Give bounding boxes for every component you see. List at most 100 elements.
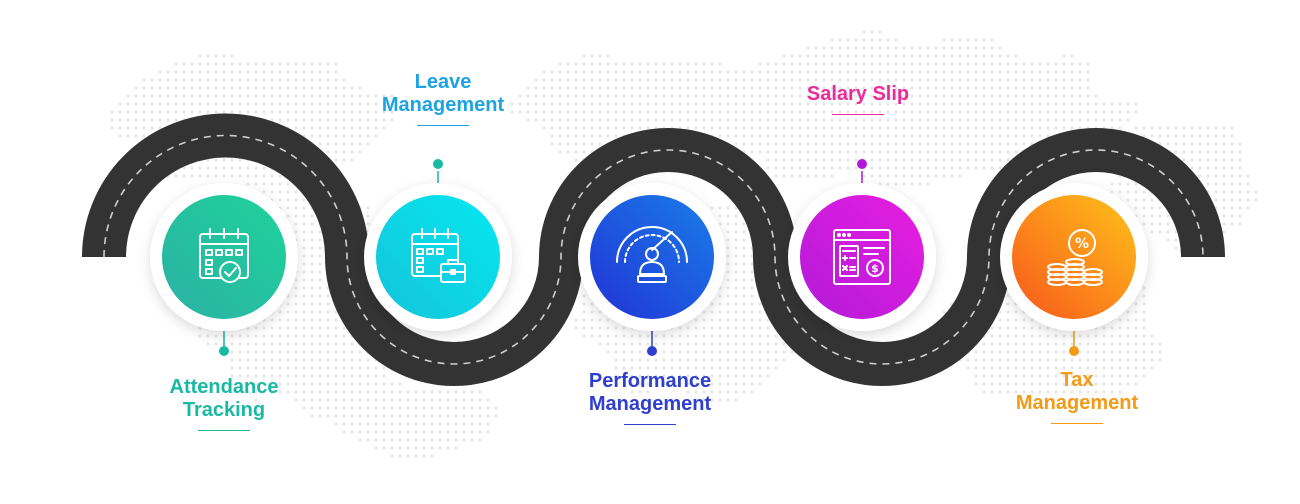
map-dot (734, 270, 738, 274)
map-dot (278, 118, 282, 122)
map-dot (270, 118, 274, 122)
map-dot (814, 174, 818, 178)
label-underline (1051, 423, 1103, 424)
map-dot (1102, 382, 1106, 386)
map-dot (758, 350, 762, 354)
map-dot (622, 342, 626, 346)
map-dot (798, 70, 802, 74)
map-dot (982, 94, 986, 98)
map-dot (534, 118, 538, 122)
map-dot (686, 374, 690, 378)
map-dot (166, 94, 170, 98)
map-dot (598, 62, 602, 66)
map-dot (542, 118, 546, 122)
map-dot (926, 174, 930, 178)
map-dot (990, 358, 994, 362)
map-dot (974, 54, 978, 58)
map-dot (726, 326, 730, 330)
map-dot (758, 366, 762, 370)
map-dot (454, 422, 458, 426)
step-node-leave (364, 183, 512, 331)
map-dot (326, 358, 330, 362)
map-dot (1030, 102, 1034, 106)
map-dot (702, 390, 706, 394)
map-dot (1166, 126, 1170, 130)
map-dot (246, 94, 250, 98)
map-dot (806, 174, 810, 178)
map-dot (382, 382, 386, 386)
map-dot (694, 94, 698, 98)
map-dot (742, 230, 746, 234)
map-dot (790, 166, 794, 170)
map-dot (318, 262, 322, 266)
map-dot (774, 142, 778, 146)
map-dot (310, 414, 314, 418)
map-dot (1046, 102, 1050, 106)
map-dot (134, 118, 138, 122)
map-dot (1006, 110, 1010, 114)
map-dot (470, 430, 474, 434)
map-dot (1046, 62, 1050, 66)
map-dot (998, 142, 1002, 146)
map-dot (1118, 382, 1122, 386)
map-dot (998, 118, 1002, 122)
map-dot (1038, 102, 1042, 106)
map-dot (1006, 382, 1010, 386)
map-dot (854, 166, 858, 170)
map-dot (750, 262, 754, 266)
map-dot (270, 94, 274, 98)
map-dot (1222, 166, 1226, 170)
map-dot (718, 310, 722, 314)
map-dot (974, 38, 978, 42)
map-dot (646, 118, 650, 122)
step-label-performance: Performance Management (550, 370, 750, 425)
map-dot (622, 326, 626, 330)
map-dot (550, 102, 554, 106)
step-label-tax: Tax Management (977, 369, 1177, 424)
map-dot (446, 430, 450, 434)
map-dot (702, 126, 706, 130)
map-dot (1102, 326, 1106, 330)
map-dot (790, 142, 794, 146)
map-dot (926, 46, 930, 50)
map-dot (350, 342, 354, 346)
map-dot (766, 158, 770, 162)
map-dot (1102, 334, 1106, 338)
map-dot (670, 342, 674, 346)
map-dot (806, 158, 810, 162)
map-dot (830, 110, 834, 114)
map-dot (1222, 142, 1226, 146)
map-dot (214, 334, 218, 338)
map-dot (398, 422, 402, 426)
map-dot (198, 334, 202, 338)
map-dot (222, 78, 226, 82)
map-dot (318, 326, 322, 330)
map-dot (1046, 126, 1050, 130)
map-dot (406, 390, 410, 394)
map-dot (1158, 342, 1162, 346)
map-dot (1134, 358, 1138, 362)
map-dot (878, 126, 882, 130)
map-dot (742, 270, 746, 274)
map-dot (550, 94, 554, 98)
map-dot (1014, 134, 1018, 138)
map-dot (606, 126, 610, 130)
map-dot (1110, 374, 1114, 378)
map-dot (1166, 134, 1170, 138)
map-dot (862, 150, 866, 154)
map-dot (294, 118, 298, 122)
map-dot (726, 102, 730, 106)
map-dot (238, 174, 242, 178)
map-dot (1022, 86, 1026, 90)
map-dot (1014, 126, 1018, 130)
map-dot (1134, 366, 1138, 370)
map-dot (302, 302, 306, 306)
map-dot (838, 78, 842, 82)
map-dot (118, 118, 122, 122)
map-dot (1190, 166, 1194, 170)
map-dot (830, 38, 834, 42)
map-dot (894, 158, 898, 162)
map-dot (238, 78, 242, 82)
map-dot (878, 118, 882, 122)
